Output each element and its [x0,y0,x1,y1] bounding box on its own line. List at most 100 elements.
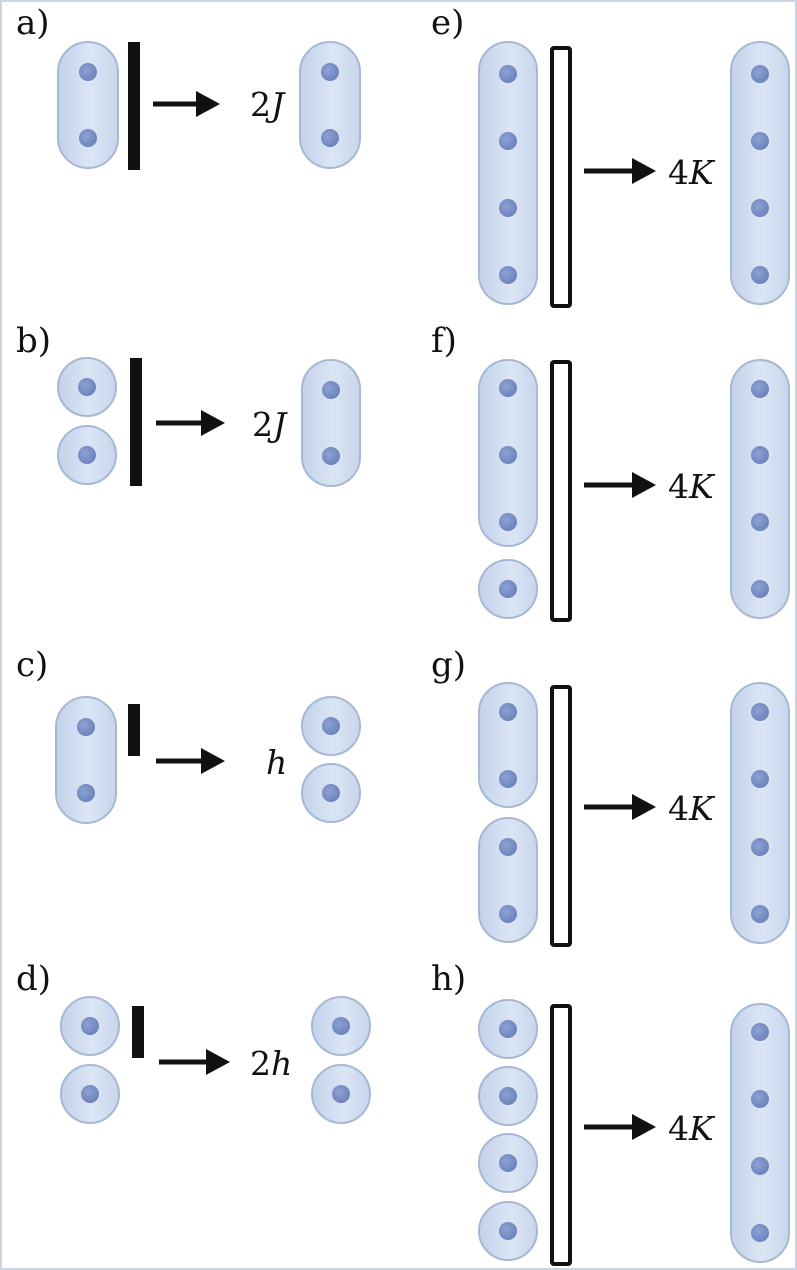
capsule-single [311,996,371,1056]
left-group [60,996,120,1124]
spin-dot [81,1017,99,1035]
spin-dot [751,513,769,531]
right-group [311,996,371,1124]
spin-dot [499,770,517,788]
capsule-quad [730,1003,790,1263]
spin-dot [751,1023,769,1041]
spin-dot [79,63,97,81]
outline-bar [550,46,572,308]
arrow [584,472,656,498]
spin-dot [499,703,517,721]
capsule-single [478,1201,538,1261]
panel-label: h) [431,959,466,999]
outline-bar [550,360,572,622]
right-group [730,682,790,944]
panel-e: e) 4K [431,3,790,308]
coefficient-label: 4K [668,789,716,828]
right-group [301,359,361,487]
arrow [159,1049,230,1075]
arrow [156,748,225,774]
coefficient-label: h [266,743,287,782]
spin-dot [322,784,340,802]
spin-dot [78,446,96,464]
spin-dot [499,379,517,397]
spin-dot [79,129,97,147]
spin-dot [499,446,517,464]
arrow [156,410,225,436]
spin-dot [332,1017,350,1035]
capsule [478,41,538,305]
coefficient-label: 2J [250,85,286,124]
capsule [57,41,119,169]
capsule-pair [55,696,117,824]
capsule-pair [57,41,119,169]
arrow [584,158,656,184]
left-group [57,357,117,485]
left-group [478,41,538,305]
capsule [301,359,361,487]
spin-dot [499,266,517,284]
spin-dot [499,838,517,856]
capsule [730,1003,790,1263]
coefficient-label: 4K [668,153,716,192]
spin-dot [499,1154,517,1172]
right-group [730,41,790,305]
capsule-quad [730,41,790,305]
left-group [478,999,538,1261]
capsule-single [57,357,117,417]
capsule-single [60,1064,120,1124]
solid-bar [130,358,142,486]
left-group [478,682,538,943]
panel-label: b) [16,321,51,361]
capsule [478,682,538,808]
right-group [730,1003,790,1263]
panel-label: e) [431,3,464,43]
capsule [478,817,538,943]
capsule [730,41,790,305]
spin-dot [751,703,769,721]
spin-dot [751,380,769,398]
outline-bar [550,685,572,947]
capsule-single [478,559,538,619]
capsule-single [311,1064,371,1124]
panel-a: a) 2J [16,3,361,170]
spin-dot [751,905,769,923]
left-group [478,359,538,619]
spin-dot [751,1224,769,1242]
spin-dot [78,378,96,396]
panel-label: g) [431,645,466,685]
spin-dot [322,381,340,399]
panel-f: f) 4K [431,321,790,622]
capsule-single [301,696,361,756]
capsule-single [57,425,117,485]
capsule-single [478,1133,538,1193]
arrow [584,794,656,820]
spin-dot [751,1157,769,1175]
spin-dot [751,1090,769,1108]
spin-dot [499,65,517,83]
spin-dot [321,129,339,147]
spin-dot [321,63,339,81]
capsule-quad [730,682,790,944]
solid-bar [132,1006,144,1058]
right-group [730,359,790,619]
solid-bar [128,42,140,170]
capsule-single [478,999,538,1059]
spin-dot [751,838,769,856]
left-group [57,41,119,169]
panel-label: d) [16,959,51,999]
panel-g: g) 4K [431,645,790,947]
panel-label: c) [16,645,48,685]
coefficient-label: 2J [252,405,288,444]
capsule-pair [478,682,538,808]
arrow [584,1114,656,1140]
capsule [55,696,117,824]
coefficient-label: 4K [668,1109,716,1148]
capsule-pair [299,41,361,169]
arrow [153,91,220,117]
capsule-pair [478,817,538,943]
solid-bar [128,704,140,756]
capsule [299,41,361,169]
